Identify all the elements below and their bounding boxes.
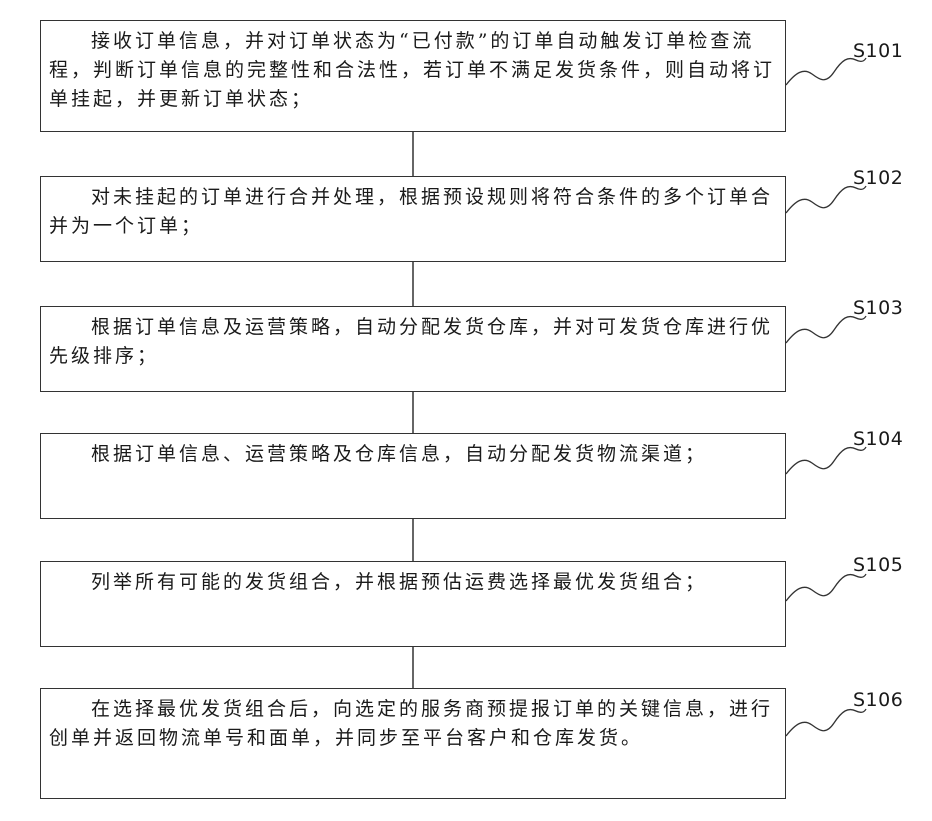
step-text-s105: 列举所有可能的发货组合，并根据预估运费选择最优发货组合； (49, 568, 775, 597)
step-box-s105: 列举所有可能的发货组合，并根据预估运费选择最优发货组合； (40, 561, 786, 647)
step-text-s103: 根据订单信息及运营策略，自动分配发货仓库，并对可发货仓库进行优先级排序； (49, 313, 775, 371)
leader-line-s103 (786, 316, 866, 343)
step-text-s102: 对未挂起的订单进行合并处理，根据预设规则将符合条件的多个订单合并为一个订单； (49, 183, 775, 241)
step-box-s104: 根据订单信息、运营策略及仓库信息，自动分配发货物流渠道； (40, 433, 786, 519)
step-box-s101: 接收订单信息，并对订单状态为“已付款”的订单自动触发订单检查流程，判断订单信息的… (40, 20, 786, 132)
leader-line-s101 (786, 58, 866, 85)
step-text-s101: 接收订单信息，并对订单状态为“已付款”的订单自动触发订单检查流程，判断订单信息的… (49, 27, 775, 114)
step-label-s106: S106 (853, 689, 903, 711)
step-label-s103: S103 (853, 297, 903, 319)
leader-line-s104 (786, 447, 866, 474)
step-box-s106: 在选择最优发货组合后，向选定的服务商预提报订单的关键信息，进行创单并返回物流单号… (40, 688, 786, 799)
leader-line-s102 (786, 186, 866, 213)
step-box-s102: 对未挂起的订单进行合并处理，根据预设规则将符合条件的多个订单合并为一个订单； (40, 176, 786, 262)
step-label-s102: S102 (853, 167, 903, 189)
step-text-s104: 根据订单信息、运营策略及仓库信息，自动分配发货物流渠道； (49, 440, 775, 469)
step-label-s104: S104 (853, 428, 903, 450)
leader-line-s105 (786, 574, 866, 601)
leader-line-s106 (786, 709, 866, 736)
step-label-s105: S105 (853, 554, 903, 576)
step-label-s101: S101 (853, 40, 903, 62)
step-box-s103: 根据订单信息及运营策略，自动分配发货仓库，并对可发货仓库进行优先级排序； (40, 306, 786, 392)
step-text-s106: 在选择最优发货组合后，向选定的服务商预提报订单的关键信息，进行创单并返回物流单号… (49, 695, 775, 753)
